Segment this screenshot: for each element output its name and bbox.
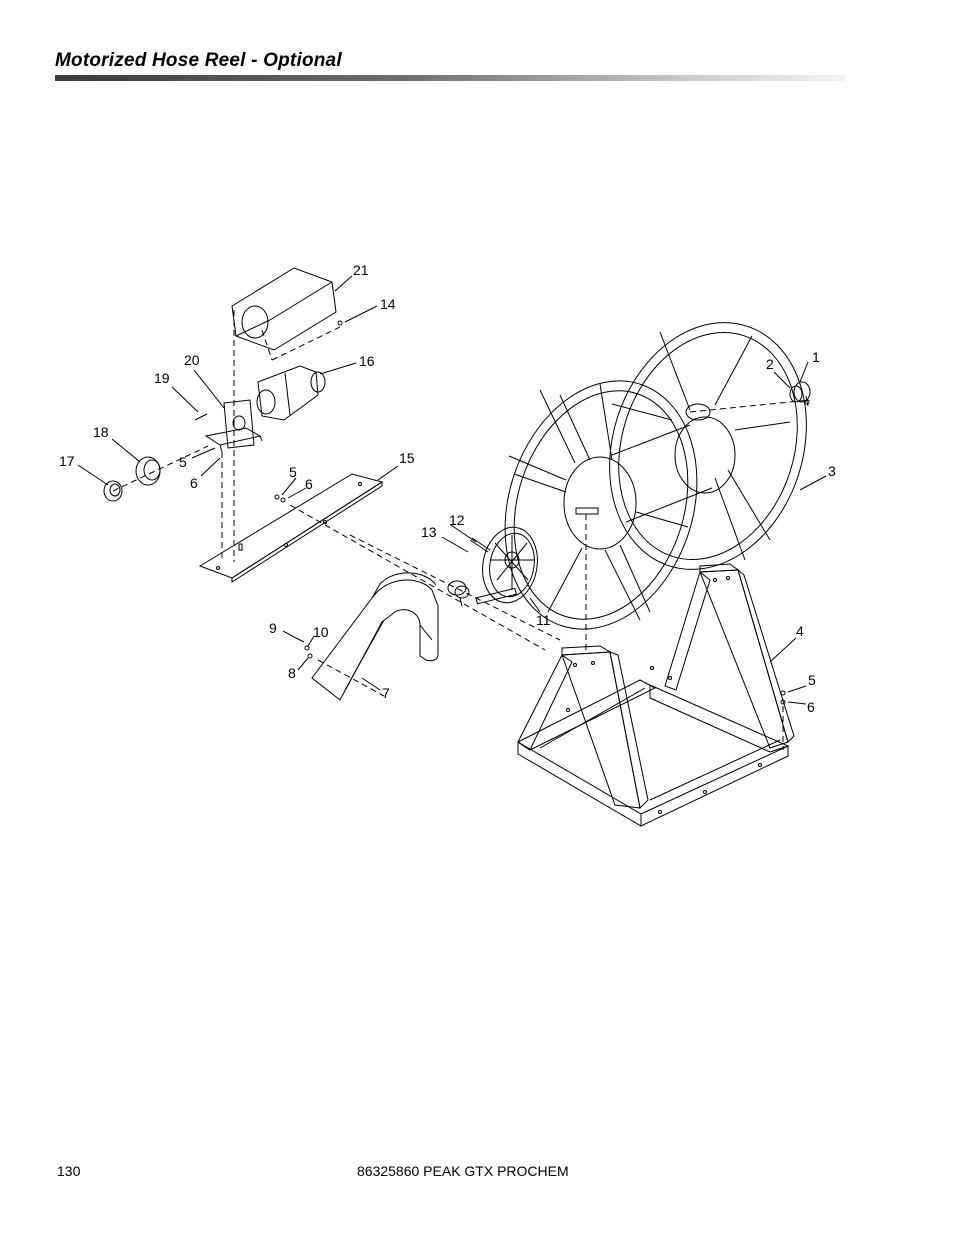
- reel-stand-part-4: [517, 563, 795, 827]
- document-id: 86325860 PEAK GTX PROCHEM: [357, 1163, 569, 1179]
- chain-guard-part-7: [311, 572, 439, 701]
- swivel-parts-1-2: [789, 381, 811, 407]
- header-rule: [55, 75, 845, 81]
- leader-lines: [77, 275, 827, 705]
- callout-1: 1: [812, 349, 820, 365]
- callout-5: 5: [179, 454, 187, 470]
- callout-8: 8: [288, 665, 296, 681]
- callout-16: 16: [359, 353, 375, 369]
- hardware: [103, 320, 786, 705]
- callout-5-stand: 5: [808, 672, 816, 688]
- motor-bracket-part-20: [204, 399, 263, 453]
- callout-10: 10: [313, 624, 329, 640]
- page-header: Motorized Hose Reel - Optional: [55, 50, 845, 81]
- callout-20: 20: [184, 352, 200, 368]
- callout-7: 7: [382, 685, 390, 701]
- callout-6-plate: 6: [305, 476, 313, 492]
- callout-2: 2: [766, 356, 774, 372]
- motor-cover-part-21: [231, 267, 337, 351]
- callout-11: 11: [536, 612, 551, 628]
- callout-5-plate: 5: [289, 464, 297, 480]
- page-number: 130: [57, 1163, 81, 1179]
- callout-13: 13: [421, 524, 437, 540]
- hose-reel-part-3: [504, 322, 807, 630]
- callout-18: 18: [93, 424, 109, 440]
- callout-6: 6: [190, 475, 198, 491]
- section-title: Motorized Hose Reel - Optional: [55, 50, 342, 71]
- callout-19: 19: [154, 370, 170, 386]
- callout-14: 14: [380, 296, 396, 312]
- mount-plate-part-15: [198, 473, 384, 583]
- callout-12: 12: [449, 512, 465, 528]
- callout-9: 9: [269, 620, 277, 636]
- callout-17: 17: [59, 453, 75, 469]
- sprocket-hub: [447, 580, 470, 607]
- callout-4: 4: [796, 623, 804, 639]
- callout-6-stand: 6: [807, 699, 815, 715]
- callout-3: 3: [828, 463, 836, 479]
- motor-part-16: [256, 365, 326, 421]
- callout-15: 15: [399, 450, 415, 466]
- assembly-lines: [112, 310, 811, 750]
- keys-part-12-13: [469, 537, 517, 605]
- callout-21: 21: [353, 262, 369, 278]
